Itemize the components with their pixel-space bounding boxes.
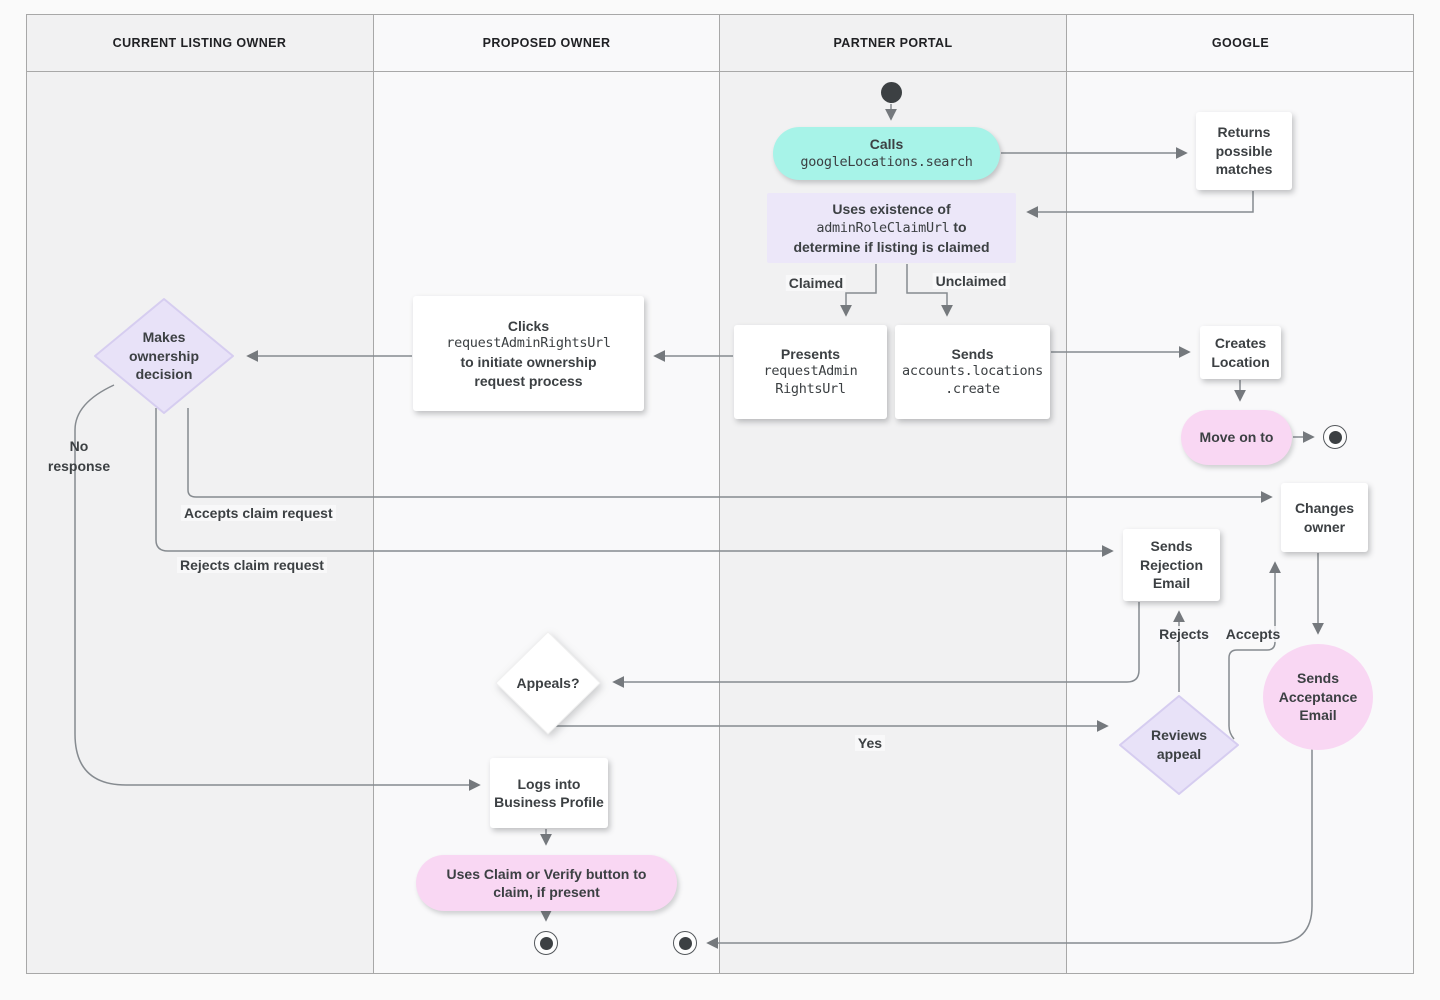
edge-label-rejects: Rejects <box>1156 626 1212 642</box>
edge-label-accepts: Accepts <box>1222 626 1284 642</box>
node-label: Returns possible matches <box>1215 124 1273 178</box>
edge-label-claimed: Claimed <box>785 275 847 291</box>
diagram-border <box>26 14 1414 974</box>
node-line: to initiate ownership <box>460 354 597 371</box>
node-code: requestAdmin <box>763 363 858 380</box>
node-label: Makes ownership decision <box>128 328 199 383</box>
node-label: Changes owner <box>1294 500 1355 535</box>
node-title: Calls <box>869 136 904 153</box>
diamond-shape <box>495 631 601 735</box>
end-node-dot <box>1328 430 1342 444</box>
end-node-acceptance <box>673 931 697 955</box>
node-code: googleLocations.search <box>800 153 973 170</box>
node-title: Clicks <box>507 317 550 334</box>
node-reviews-appeal: Reviews appeal <box>1117 693 1241 797</box>
lane-title: PROPOSED OWNER <box>482 35 611 50</box>
node-logs-into-business-profile: Logs into Business Profile <box>490 758 608 828</box>
node-title: Sends <box>951 345 994 362</box>
node-sends-accounts-locations-create: Sends accounts.locations .create <box>895 325 1050 419</box>
node-line: Uses Claim or Verify button to <box>446 865 647 882</box>
node-line: determine if listing is claimed <box>793 238 990 255</box>
node-calls-googlelocations-search: Calls googleLocations.search <box>773 127 1000 180</box>
node-line: to <box>949 219 967 236</box>
node-line: Uses existence of <box>832 200 951 217</box>
node-returns-possible-matches: Returns possible matches <box>1196 112 1292 190</box>
end-node-dot <box>678 936 692 950</box>
end-node-moveon <box>1323 425 1347 449</box>
end-node-claim <box>534 931 558 955</box>
node-line: request process <box>474 372 583 389</box>
node-code: adminRoleClaimUrl <box>816 220 950 237</box>
node-changes-owner: Changes owner <box>1281 483 1368 552</box>
node-title: Presents <box>780 345 841 362</box>
node-label: Logs into Business Profile <box>494 775 604 810</box>
edge-label-rejects-claim-request: Rejects claim request <box>177 557 327 573</box>
node-move-on-to: Move on to <box>1181 410 1292 465</box>
node-label: Reviews appeal <box>1150 727 1208 762</box>
node-line: claim, if present <box>493 884 600 900</box>
lane-title: CURRENT LISTING OWNER <box>112 35 287 50</box>
edge-label-unclaimed: Unclaimed <box>932 273 1010 289</box>
lane-header-current-listing-owner: CURRENT LISTING OWNER <box>26 14 373 72</box>
node-code: accounts.locations <box>902 363 1043 380</box>
node-code: .create <box>945 381 1000 398</box>
node-sends-acceptance-email: Sends Acceptance Email <box>1263 644 1373 750</box>
node-label: Sends Acceptance Email <box>1278 670 1358 724</box>
node-presents-requestadminrightsurl: Presents requestAdmin RightsUrl <box>734 325 887 419</box>
node-label: Sends Rejection Email <box>1139 538 1203 592</box>
node-code: requestAdminRightsUrl <box>446 335 611 352</box>
lane-title: PARTNER PORTAL <box>833 35 953 50</box>
node-creates-location: Creates Location <box>1200 326 1281 379</box>
lane-title: GOOGLE <box>1211 35 1270 50</box>
node-makes-ownership-decision: Makes ownership decision <box>92 296 236 416</box>
node-clicks-requestadminrightsurl: Clicks requestAdminRightsUrl to initiate… <box>413 296 644 411</box>
node-uses-existence-adminroleclaimurl: Uses existence of adminRoleClaimUrl to d… <box>767 193 1016 263</box>
lane-header-proposed-owner: PROPOSED OWNER <box>373 14 719 72</box>
node-code: RightsUrl <box>775 381 846 398</box>
edge-label-yes: Yes <box>854 735 886 751</box>
node-appeals-decision: Appeals? <box>493 629 603 737</box>
node-label: Move on to <box>1199 429 1274 446</box>
lane-header-partner-portal: PARTNER PORTAL <box>719 14 1066 72</box>
node-label: Appeals? <box>516 674 580 691</box>
edge-label-no-response: No response <box>47 438 111 475</box>
lane-header-google: GOOGLE <box>1066 14 1414 72</box>
node-uses-claim-or-verify-button: Uses Claim or Verify button to claim, if… <box>416 855 677 911</box>
edge-label-accepts-claim-request: Accepts claim request <box>181 505 336 521</box>
start-node <box>881 82 902 103</box>
node-label: Creates Location <box>1211 335 1270 370</box>
end-node-dot <box>539 936 553 950</box>
node-sends-rejection-email: Sends Rejection Email <box>1123 529 1220 601</box>
